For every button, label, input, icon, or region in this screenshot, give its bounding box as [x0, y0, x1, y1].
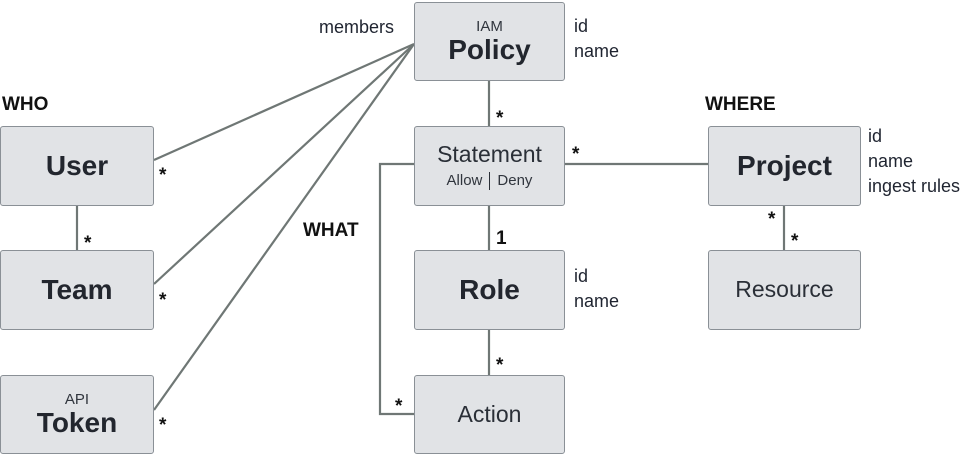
role-attributes: id name	[574, 264, 619, 314]
token-title: Token	[36, 407, 118, 439]
mult-resource-side: *	[791, 231, 799, 252]
mult-statement-role: 1	[496, 228, 507, 249]
policy-box: IAM Policy	[414, 2, 565, 81]
connector-team-policy	[153, 43, 415, 285]
project-attr-id: id	[868, 126, 883, 146]
user-box: User	[0, 126, 154, 206]
team-title: Team	[41, 274, 113, 306]
mult-team-policy: *	[159, 290, 167, 311]
token-tag: API	[64, 390, 90, 408]
statement-deny: Deny	[497, 172, 533, 190]
policy-attributes: id name	[574, 14, 619, 64]
connector-user-policy	[153, 42, 415, 162]
role-title: Role	[459, 274, 520, 306]
statement-effect: Allow Deny	[446, 171, 533, 190]
mult-user-team: *	[84, 233, 92, 254]
user-title: User	[45, 150, 109, 182]
token-box: API Token	[0, 375, 154, 454]
action-box: Action	[414, 375, 565, 454]
resource-title: Resource	[735, 276, 834, 303]
connector-statement-action	[378, 162, 414, 416]
mult-token-policy: *	[159, 415, 167, 436]
policy-tag: IAM	[476, 17, 503, 35]
role-attr-id: id	[574, 266, 589, 286]
action-title: Action	[457, 400, 522, 427]
mult-statement-action: *	[395, 396, 403, 417]
project-attr-ingest-rules: ingest rules	[868, 176, 961, 196]
project-title: Project	[737, 150, 832, 182]
mult-policy-statement: *	[496, 108, 504, 129]
team-box: Team	[0, 250, 154, 330]
heading-what: WHAT	[303, 220, 359, 241]
project-attr-name: name	[868, 151, 914, 171]
statement-effect-divider	[489, 171, 491, 190]
role-attr-name: name	[574, 291, 620, 311]
policy-attr-name: name	[574, 41, 620, 61]
policy-members-label: members	[319, 17, 395, 37]
statement-title: Statement	[437, 141, 542, 168]
policy-title: Policy	[448, 34, 531, 66]
resource-box: Resource	[708, 250, 861, 330]
mult-role-action: *	[496, 355, 504, 376]
heading-who: WHO	[2, 94, 49, 115]
mult-user-policy: *	[159, 165, 167, 186]
heading-where: WHERE	[705, 94, 776, 115]
connector-token-policy	[153, 43, 415, 411]
statement-box: Statement Allow Deny	[414, 126, 565, 206]
mult-project-side: *	[768, 209, 776, 230]
policy-attr-id: id	[574, 16, 589, 36]
project-attributes: id name ingest rules	[868, 124, 960, 199]
mult-statement-project: *	[572, 144, 580, 165]
role-box: Role	[414, 250, 565, 330]
statement-allow: Allow	[446, 172, 483, 190]
project-box: Project	[708, 126, 861, 206]
